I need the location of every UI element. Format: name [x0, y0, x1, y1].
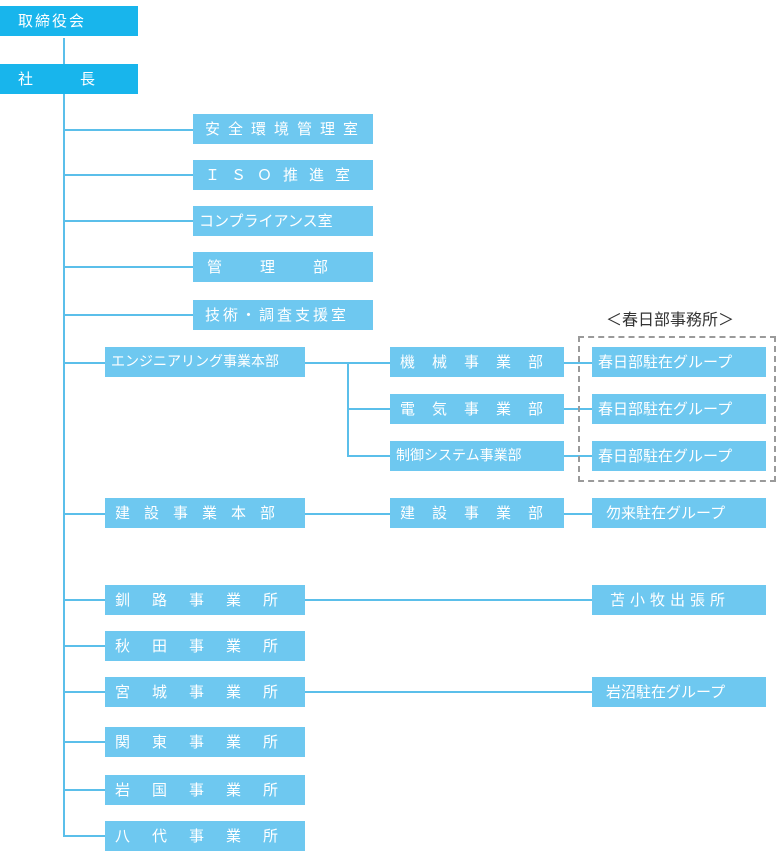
- board-of-directors-box: 取締役会: [0, 6, 138, 36]
- connector-line: [63, 94, 65, 835]
- connector-line: [63, 129, 193, 131]
- connector-line: [305, 513, 390, 515]
- connector-line: [347, 408, 390, 410]
- kasukabe-group-box: 春日部駐在グループ: [592, 441, 766, 471]
- connector-line: [63, 220, 193, 222]
- connector-line: [63, 174, 193, 176]
- kushiro-office-box: 釧路事業所: [105, 585, 305, 615]
- connector-line: [63, 645, 105, 647]
- kasukabe-office-frame: [578, 336, 776, 482]
- connector-line: [63, 314, 193, 316]
- kanto-office-box: 関東事業所: [105, 727, 305, 757]
- iwakuni-office-box: 岩国事業所: [105, 775, 305, 805]
- yatsushiro-office-box: 八代事業所: [105, 821, 305, 851]
- connector-line: [63, 789, 105, 791]
- control-system-division-box: 制御システム事業部: [390, 441, 564, 471]
- kasukabe-group-box: 春日部駐在グループ: [592, 347, 766, 377]
- connector-line: [63, 835, 105, 837]
- construction-division-box: 建設事業部: [390, 498, 564, 528]
- nakoso-group-box: 勿来駐在グループ: [592, 498, 766, 528]
- connector-line: [305, 599, 592, 601]
- connector-line: [63, 691, 105, 693]
- staff-box-technical: 技術・調査支援室: [193, 300, 373, 330]
- connector-line: [305, 691, 592, 693]
- connector-line: [63, 741, 105, 743]
- connector-line: [564, 513, 592, 515]
- staff-box-admin: 管理部: [193, 252, 373, 282]
- kasukabe-office-label: ＜春日部事務所＞: [606, 310, 735, 329]
- staff-box-compliance: コンプライアンス室: [193, 206, 373, 236]
- electrical-division-box: 電気事業部: [390, 394, 564, 424]
- mechanical-division-box: 機械事業部: [390, 347, 564, 377]
- president-box: 社 長: [0, 64, 138, 94]
- connector-line: [347, 455, 390, 457]
- connector-line: [63, 599, 105, 601]
- akita-office-box: 秋田事業所: [105, 631, 305, 661]
- connector-line: [63, 38, 65, 64]
- construction-hq-box: 建設事業本部: [105, 498, 305, 528]
- connector-line: [63, 513, 105, 515]
- engineering-hq-box: エンジニアリング事業本部: [105, 347, 305, 377]
- miyagi-office-box: 宮城事業所: [105, 677, 305, 707]
- iwanuma-group-box: 岩沼駐在グループ: [592, 677, 766, 707]
- connector-line: [63, 362, 105, 364]
- connector-line: [63, 266, 193, 268]
- staff-box-iso: ＩＳＯ推進室: [193, 160, 373, 190]
- tomakomai-branch-box: 苫小牧出張所: [592, 585, 766, 615]
- kasukabe-group-box: 春日部駐在グループ: [592, 394, 766, 424]
- staff-box-safety: 安全環境管理室: [193, 114, 373, 144]
